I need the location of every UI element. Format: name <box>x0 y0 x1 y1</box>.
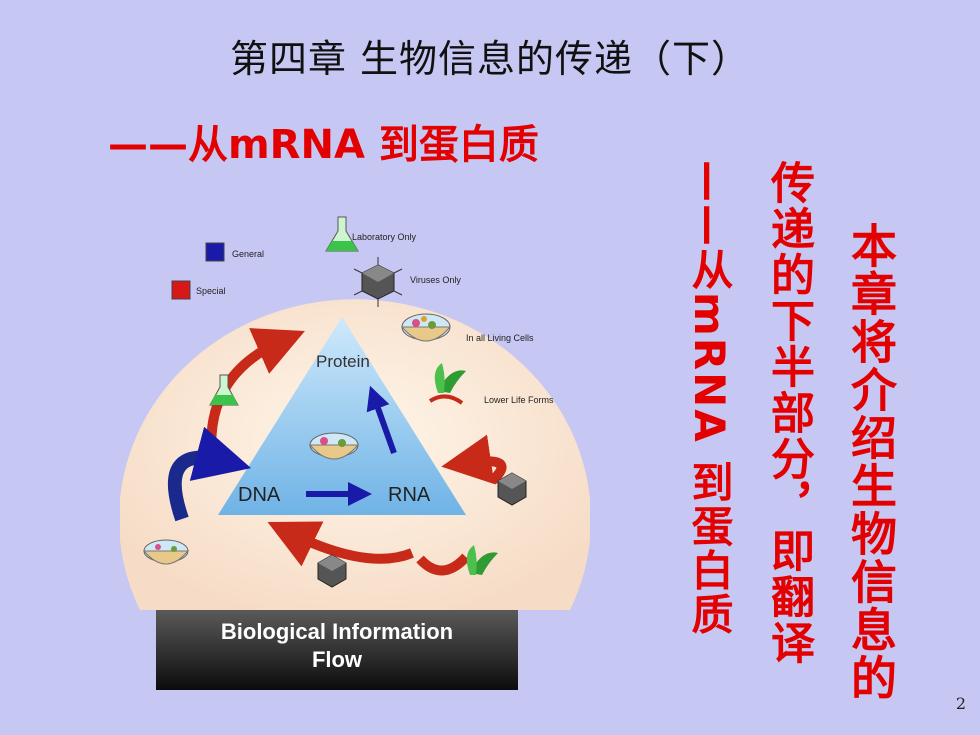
legend-special-label: Special <box>196 286 226 296</box>
virus-icon <box>353 257 403 307</box>
label-viruses-only: Viruses Only <box>410 275 461 285</box>
node-rna: RNA <box>388 484 431 506</box>
plant-icon <box>428 363 466 405</box>
caption-line-2: Flow <box>311 647 363 672</box>
cell-bowl-left-icon <box>142 539 190 565</box>
arrow-rna-replication <box>441 434 507 485</box>
information-flow-diagram: General Special Laboratory Only Viruses … <box>119 195 591 629</box>
diagram-caption-box: Biological Information Flow <box>156 610 518 690</box>
flask-icon <box>325 216 359 252</box>
flask-left-icon <box>209 374 239 406</box>
diagram-svg: General Special Laboratory Only Viruses … <box>119 216 591 610</box>
label-laboratory-only: Laboratory Only <box>352 232 417 242</box>
node-protein: Protein <box>316 352 370 371</box>
label-lower-life-forms: Lower Life Forms <box>484 395 554 405</box>
legend-general-swatch <box>205 242 225 262</box>
slide-subtitle: ——从mRNA 到蛋白质 <box>108 122 539 168</box>
arrow-rna-to-protein <box>366 385 397 455</box>
cell-bowl-center-icon <box>308 432 360 460</box>
legend-general-label: General <box>232 249 264 259</box>
caption-line-1: Biological Information <box>220 619 454 644</box>
virus-bottom-icon <box>317 554 347 588</box>
plant-right-icon <box>466 545 498 575</box>
vertical-text-part: 传递的下半部分，即翻译 <box>763 160 814 666</box>
page-number: 2 <box>955 694 966 713</box>
virus-right-icon <box>497 472 527 506</box>
cell-bowl-icon <box>400 313 452 342</box>
central-dogma-triangle <box>218 317 466 515</box>
arrow-dna-replication <box>167 426 252 522</box>
slide-title: 第四章 生物信息的传递（下） <box>229 37 751 81</box>
label-all-living-cells: In all Living Cells <box>466 333 534 343</box>
vertical-text-intro: 本章将介绍生物信息的 <box>844 222 898 702</box>
vertical-text-topic: ——从mRNA 到蛋白质 <box>685 160 734 637</box>
arrow-rna-loop <box>416 553 470 576</box>
arrow-rna-to-dna <box>267 521 414 567</box>
legend-special-swatch <box>171 280 191 300</box>
node-dna: DNA <box>238 484 281 506</box>
